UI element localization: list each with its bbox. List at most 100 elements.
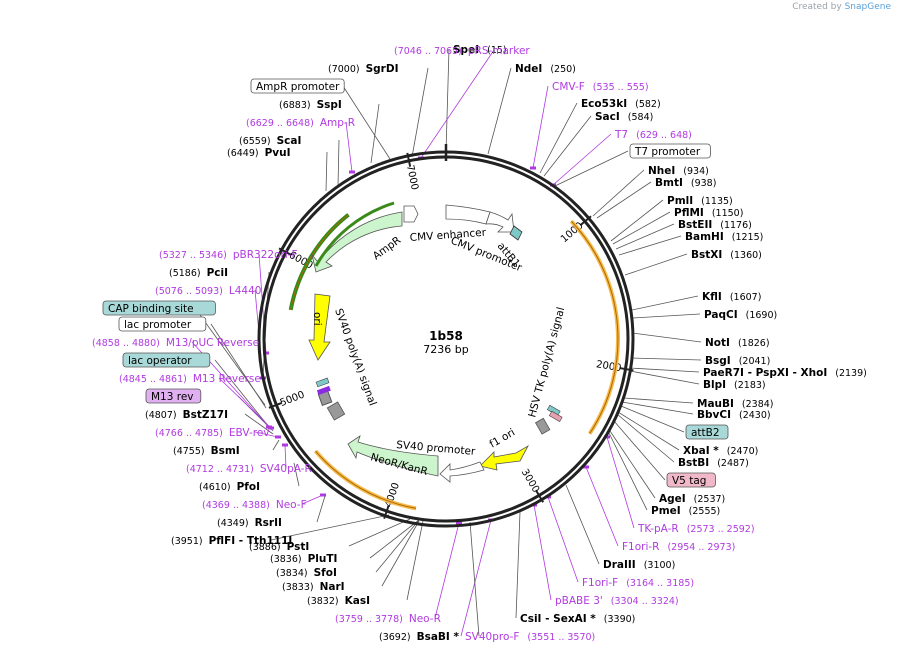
feature-attb1[interactable] [509, 225, 523, 241]
feature-ampr-promoter[interactable] [403, 205, 419, 223]
enzyme-site-label[interactable]: PflMI(1150) [674, 207, 743, 219]
site-name: BsaBI * [417, 631, 460, 643]
enzyme-site-label[interactable]: (7000)SgrDI [328, 63, 398, 75]
enzyme-site-label[interactable]: BstXI(1360) [691, 249, 762, 261]
primer-label[interactable]: TK-pA-R(2573 .. 2592) [637, 523, 755, 535]
primer-label[interactable]: (7046 .. 7065)pRS-marker [394, 45, 530, 57]
primer-label[interactable]: (4845 .. 4861)M13 Reverse [119, 373, 261, 385]
primer-label[interactable]: (5076 .. 5093)L4440 [155, 285, 261, 297]
enzyme-site-label[interactable]: AgeI(2537) [659, 493, 725, 505]
site-pos: (4807) [145, 410, 177, 421]
enzyme-site-label[interactable]: BmtI(938) [655, 177, 716, 189]
enzyme-site-label[interactable]: PaeR7I - PspXI - XhoI(2139) [703, 367, 867, 379]
enzyme-site-label[interactable]: NdeI(250) [515, 63, 576, 75]
enzyme-site-label[interactable]: (3833)NarI [282, 581, 345, 593]
site-pos: (3834) [276, 568, 308, 579]
enzyme-site-label[interactable]: Eco53kI(582) [581, 98, 661, 110]
enzyme-site-label[interactable]: (6883)SspI [279, 99, 342, 111]
leader-line [487, 67, 512, 155]
primer-label[interactable]: (4766 .. 4785)EBV-rev [155, 427, 270, 439]
feature-box-label[interactable]: lac operator [128, 355, 192, 367]
feature-hsv-grey[interactable] [534, 417, 551, 435]
site-pos: (1826) [738, 338, 770, 349]
enzyme-site-label[interactable]: (3951)PflFI - Tth111I [171, 535, 292, 547]
enzyme-site-label[interactable]: (4349)RsrII [217, 517, 282, 529]
feature-neor-arrow[interactable] [347, 435, 439, 477]
primer-label[interactable]: (4858 .. 4880)M13/pUC Reverse [92, 337, 259, 349]
primer-pos: (7046 .. 7065) [394, 46, 462, 57]
enzyme-site-label[interactable]: (3692) BsaBI * [379, 631, 459, 643]
feature-sv40-polya-grey[interactable] [326, 401, 346, 421]
enzyme-site-label[interactable]: BsgI(2041) [705, 355, 770, 367]
enzyme-site-label[interactable]: (3832)KasI [307, 595, 370, 607]
leader-line [632, 313, 701, 319]
primer-label[interactable]: (6629 .. 6648)Amp-R [246, 117, 355, 129]
feature-box-label[interactable]: CAP binding site [108, 303, 194, 315]
leader-line [615, 223, 675, 250]
feature-box-label[interactable]: attB2 [691, 427, 720, 439]
enzyme-site-label[interactable]: (3834)SfoI [276, 567, 337, 579]
feature-box [145, 388, 202, 404]
feature-ori-arrow[interactable] [308, 293, 331, 361]
enzyme-site-label[interactable]: PmeI(2555) [651, 505, 720, 517]
leader-line [618, 235, 682, 256]
site-pos: (938) [691, 178, 717, 189]
enzyme-site-label[interactable]: (4807)BstZ17I [145, 409, 228, 421]
primer-label[interactable]: T7(629 .. 648) [614, 129, 692, 141]
enzyme-site-label[interactable]: BstEII(1176) [678, 219, 752, 231]
annotation-labels: SpeI(15) NdeI(250) CMV-F(535 .. 555) Eco53k… [92, 44, 867, 643]
enzyme-site-label[interactable]: (6449)PvuI [227, 147, 291, 159]
enzyme-site-label[interactable]: PaqCI(1690) [704, 309, 777, 321]
primer-label[interactable]: (4712 .. 4731)SV40pA-R [186, 463, 312, 475]
leader-line [623, 397, 694, 404]
primer-label[interactable]: SV40pro-F(3551 .. 3570) [465, 631, 595, 643]
primer-label[interactable]: (3759 .. 3778)Neo-R [335, 613, 441, 625]
primer-label[interactable]: CMV-F(535 .. 555) [552, 81, 649, 93]
leader-line [375, 519, 420, 573]
enzyme-site-label[interactable]: (3886)PstI [249, 541, 309, 553]
leader-line [194, 307, 266, 406]
feature-box-label[interactable]: T7 promoter [634, 146, 701, 158]
feature-box-label[interactable]: M13 rev [151, 391, 194, 403]
feature-cmv-enhancer[interactable] [445, 204, 491, 225]
enzyme-site-label[interactable]: NheI(934) [648, 165, 709, 177]
feature-box-label[interactable]: AmpR promoter [256, 81, 340, 93]
primer-label[interactable]: F1ori-F(3164 .. 3185) [582, 577, 694, 589]
enzyme-site-label[interactable]: XbaI *(2470) [683, 445, 758, 457]
site-pos: (584) [628, 112, 654, 123]
site-pos: (3390) [604, 614, 636, 625]
enzyme-site-label[interactable]: SpeI(15) [453, 44, 507, 56]
primer-label[interactable]: (5327 .. 5346)pBR322ori-F [159, 249, 298, 261]
primer-label[interactable]: pBABE 3'(3304 .. 3324) [555, 595, 679, 607]
feature-box-label[interactable]: V5 tag [672, 475, 706, 487]
enzyme-site-label[interactable]: NotI(1826) [705, 337, 770, 349]
feature-f1-ori-arrow[interactable] [479, 444, 530, 471]
leader-line [613, 420, 666, 481]
enzyme-site-label[interactable]: (5186)PciI [169, 267, 228, 279]
enzyme-site-label[interactable]: (4610)PfoI [199, 481, 260, 493]
enzyme-site-label[interactable]: (4755)BsmI [173, 445, 240, 457]
enzyme-site-label[interactable]: BlpI(2183) [703, 379, 766, 391]
primer-site-marker [320, 493, 326, 497]
enzyme-site-label[interactable]: DraIII(3100) [603, 559, 675, 571]
feature-sv40-promoter[interactable] [439, 461, 485, 483]
enzyme-site-label[interactable]: CsiI - SexAI *(3390) [520, 613, 635, 625]
enzyme-site-label[interactable]: (6559)ScaI [239, 135, 301, 147]
enzyme-site-label[interactable]: BbvCI(2430) [697, 409, 771, 421]
enzyme-site-label[interactable]: (3836)PluTI [270, 553, 337, 565]
site-pos: (6449) [227, 148, 259, 159]
primer-label[interactable]: F1ori-R(2954 .. 2973) [622, 541, 735, 553]
feature-ampr-arrow[interactable] [311, 211, 403, 273]
enzyme-site-label[interactable]: MauBI(2384) [697, 398, 774, 410]
enzyme-site-label[interactable]: SacI(584) [595, 111, 653, 123]
feature-cmv-promoter[interactable] [485, 211, 515, 233]
site-pos: (3692) [379, 632, 411, 643]
primer-label[interactable]: (4369 .. 4388)Neo-F [202, 499, 307, 511]
enzyme-site-label[interactable]: PmlI(1135) [667, 195, 733, 207]
feature-box-label[interactable]: lac promoter [124, 319, 192, 331]
enzyme-site-label[interactable]: BstBI(2487) [678, 457, 749, 469]
leader-line [411, 67, 429, 158]
enzyme-site-label[interactable]: BamHI(1215) [685, 231, 763, 243]
enzyme-site-label[interactable]: KflI(1607) [702, 291, 761, 303]
